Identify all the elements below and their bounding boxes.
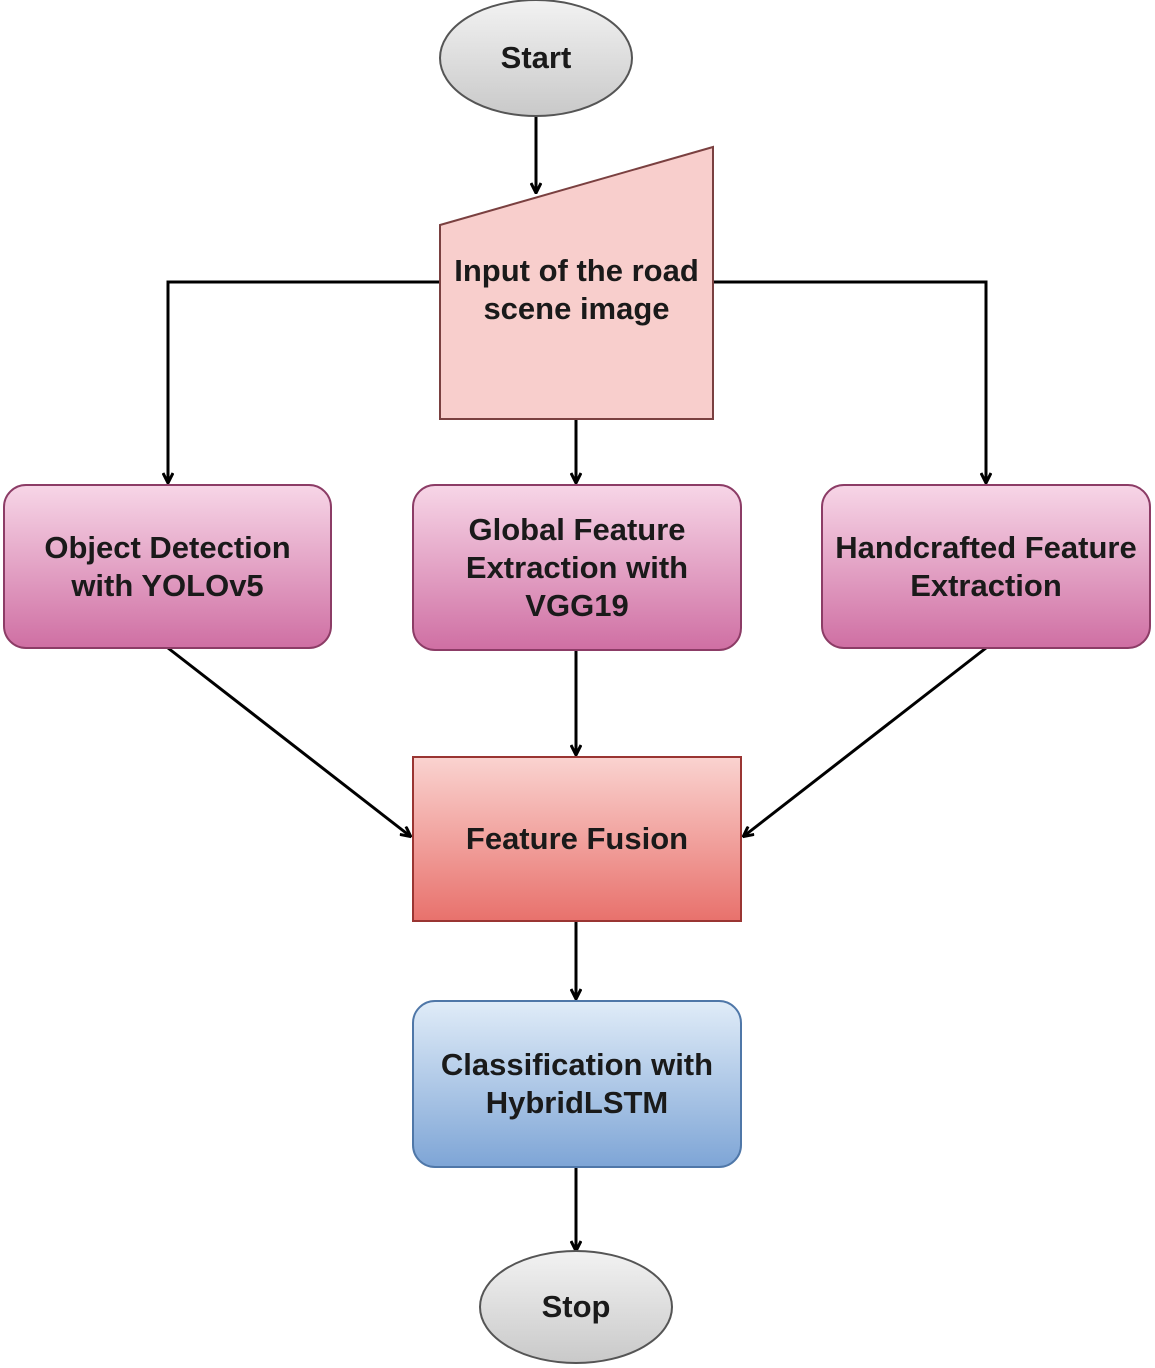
edge-object-detection-to-fusion (167, 646, 410, 836)
connectors (168, 117, 986, 1250)
stop-terminal-shape (479, 1250, 673, 1364)
edge-input-to-object-detection (168, 280, 440, 482)
edge-input-to-handcrafted (713, 280, 986, 482)
global-feature-process-shape (412, 484, 742, 651)
handcrafted-process-shape (821, 484, 1151, 649)
object-detection-process-shape (3, 484, 332, 649)
input-manual-input-shape (439, 145, 714, 420)
classification-process-shape (412, 1000, 742, 1168)
start-terminal-shape (439, 0, 633, 117)
fusion-process-shape (412, 756, 742, 922)
nodes (3, 0, 1151, 1364)
edge-handcrafted-to-fusion (744, 646, 987, 836)
